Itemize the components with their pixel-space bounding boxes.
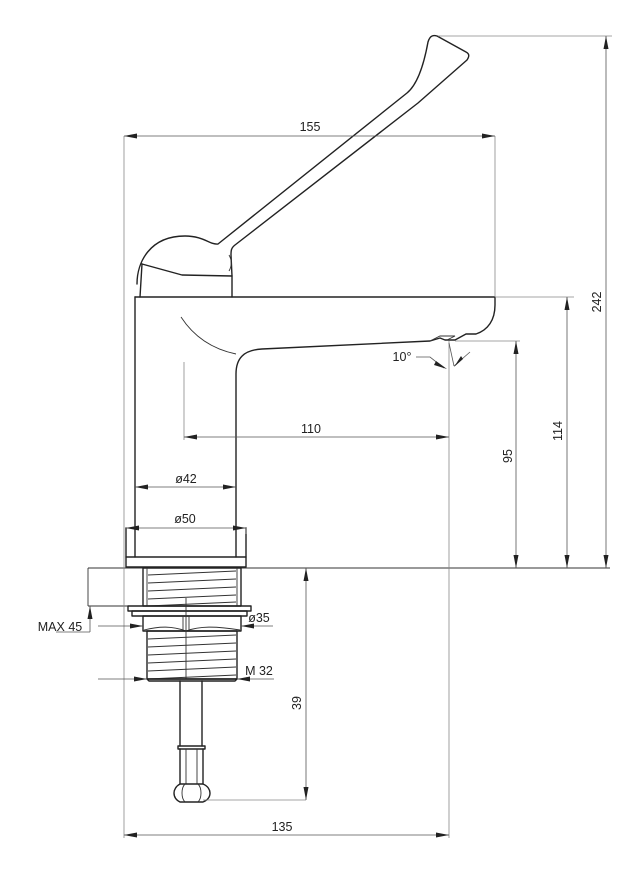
label-overall-height: 242 [590, 292, 604, 313]
hex-fitting [173, 783, 211, 803]
label-outlet-height: 95 [501, 449, 515, 463]
dimension-lines [56, 36, 609, 838]
label-hose-length: 39 [290, 696, 304, 710]
label-base-diameter: ø50 [174, 512, 196, 526]
spout-body [134, 296, 496, 558]
label-spout-angle: 10° [393, 350, 412, 364]
supply-hose [179, 680, 203, 747]
label-base-to-outlet: 135 [272, 820, 293, 834]
label-overall-width: 155 [300, 120, 321, 134]
label-body-height: 114 [551, 421, 565, 441]
label-thread: M 32 [245, 664, 273, 678]
base-ring [125, 556, 247, 568]
label-max-thickness: MAX 45 [38, 620, 83, 634]
extension-lines [123, 35, 612, 838]
label-body-diameter: ø42 [175, 472, 197, 486]
dimension-labels: 155 242 114 95 110 10° ø42 ø50 MAX 45 ø3… [38, 120, 604, 834]
label-nut-diameter: ø35 [248, 611, 270, 625]
label-spout-reach: 110 [301, 422, 321, 436]
mounting-assembly [87, 567, 610, 803]
lever-handle [136, 34, 470, 285]
